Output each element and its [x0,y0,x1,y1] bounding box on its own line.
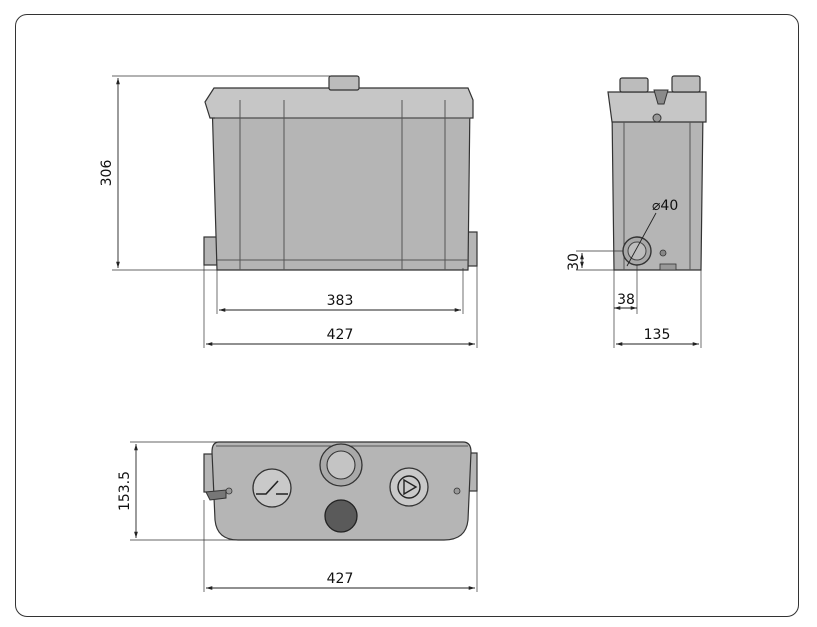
top-screw-right-icon [453,487,461,495]
dim-side-width: 135 [613,270,702,348]
dim-side-width-label: 135 [644,327,671,343]
top-inlet-hole [324,499,358,533]
dim-front-outer-width: 427 [203,265,478,348]
dim-side-outlet-height-label: 30 [566,253,582,271]
dim-front-inner-width-label: 383 [327,293,354,309]
side-vent-left [619,77,649,93]
dim-side-outlet-height: 30 [566,250,623,271]
dim-top-depth-label: 153.5 [117,471,133,511]
side-latch [653,89,669,105]
dim-front-height-label: 306 [99,160,115,187]
pump-symbol-icon [389,467,429,507]
front-top-vent [328,75,360,91]
top-screw-left-icon [225,487,233,495]
front-left-foot [203,236,218,266]
side-vent-right [671,75,701,93]
dim-front-height: 306 [99,75,330,271]
dim-side-outlet-diameter-label: ⌀40 [652,198,678,214]
dim-front-inner-width: 383 [216,268,464,314]
front-body [211,99,471,271]
front-view [203,75,478,271]
top-lever [205,489,227,501]
top-vent-inner [326,450,356,480]
dim-side-outlet-offset: 38 [614,265,638,314]
dim-side-outlet-diameter: ⌀40 [626,198,678,267]
side-view [607,75,707,271]
side-screw-icon [652,113,662,123]
side-outlet-inner [627,241,647,261]
top-body [211,441,472,541]
dim-front-outer-width-label: 427 [327,327,354,343]
front-lid [204,87,474,119]
side-vent-icon [659,249,667,257]
dim-top-depth: 153.5 [117,441,238,541]
dim-side-outlet-offset-label: 38 [617,292,635,308]
dim-top-width-label: 427 [327,571,354,587]
top-view [203,441,478,541]
dim-top-width: 427 [203,491,478,592]
